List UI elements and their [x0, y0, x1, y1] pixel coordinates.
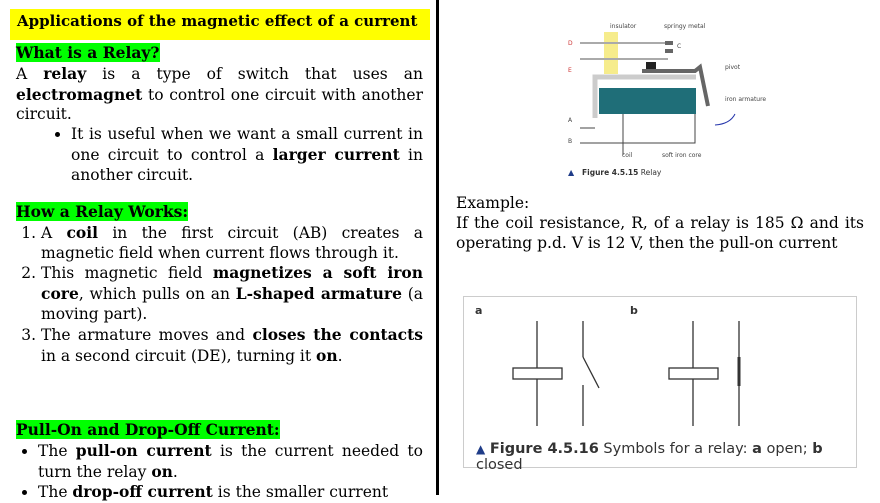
label-b: B — [568, 138, 572, 145]
relay-symbols-figure: a b ▲ Figure 4.5.16 Symbols for a relay:… — [463, 296, 857, 473]
bullet-list: It is useful when we want a small curren… — [16, 125, 423, 185]
label-b: b — [630, 304, 638, 317]
label-a: a — [475, 304, 482, 317]
caption: Relay — [638, 168, 662, 177]
relay-diagram: insulator springy metal D E C pivot iron… — [568, 23, 766, 177]
list-item: The armature moves and closes the contac… — [41, 325, 423, 367]
figure-caption: ▲ Figure 4.5.16 Symbols for a relay: a o… — [476, 441, 823, 473]
triangle-icon: ▲ — [476, 442, 486, 456]
page-title: Applications of the magnetic effect of a… — [10, 9, 430, 40]
list-item: The pull-on current is the current neede… — [38, 441, 423, 483]
text: electromagnet — [16, 84, 143, 104]
caption-bold: Figure 4.5.15 — [582, 168, 638, 177]
triangle-icon: ▲ — [568, 168, 575, 177]
text: is a type of switch that uses an — [86, 64, 423, 83]
bullet-list: The pull-on current is the current neede… — [16, 441, 423, 503]
label-pivot: pivot — [725, 64, 741, 71]
heading-how-relay-works: How a Relay Works: — [16, 202, 189, 221]
label-e: E — [568, 67, 572, 74]
label-iron-armature: iron armature — [725, 96, 766, 103]
text: A — [16, 64, 44, 83]
list-item: This magnetic field magnetizes a soft ir… — [41, 263, 423, 324]
list-item: It is useful when we want a small curren… — [71, 125, 423, 185]
text: relay — [43, 63, 87, 83]
list-item: The drop-off current is the smaller curr… — [38, 482, 423, 503]
label-c: C — [677, 43, 681, 50]
text: to control one circuit with another circ… — [16, 85, 423, 124]
svg-text:Figure 4.5.15 Relay: Figure 4.5.15 Relay — [582, 168, 662, 177]
list-item: A coil in the first circuit (AB) creates… — [41, 223, 423, 264]
label-springy-metal: springy metal — [664, 23, 706, 30]
example-text: Example: If the coil resistance, R, of a… — [456, 193, 864, 253]
pull-on-section: Pull-On and Drop-Off Current: The pull-o… — [16, 420, 423, 503]
heading-pull-on: Pull-On and Drop-Off Current: — [16, 420, 280, 439]
relay-section: What is a Relay? A relay is a type of sw… — [16, 43, 423, 186]
coil — [599, 88, 696, 114]
label-insulator: insulator — [610, 23, 637, 30]
label-a: A — [568, 117, 573, 124]
example-body: If the coil resistance, R, of a relay is… — [456, 214, 864, 252]
label-soft-iron-core: soft iron core — [662, 152, 702, 159]
label-d: D — [568, 40, 573, 47]
example-label: Example: — [456, 194, 530, 212]
armature — [642, 63, 710, 107]
insulator-block — [604, 32, 618, 74]
label-coil: coil — [622, 152, 633, 159]
column-divider — [436, 0, 439, 495]
numbered-list: A coil in the first circuit (AB) creates… — [16, 223, 423, 367]
heading-what-is-relay: What is a Relay? — [16, 43, 160, 62]
how-works-section: How a Relay Works: A coil in the first c… — [16, 202, 423, 366]
relay-symbols: a b — [475, 304, 741, 426]
